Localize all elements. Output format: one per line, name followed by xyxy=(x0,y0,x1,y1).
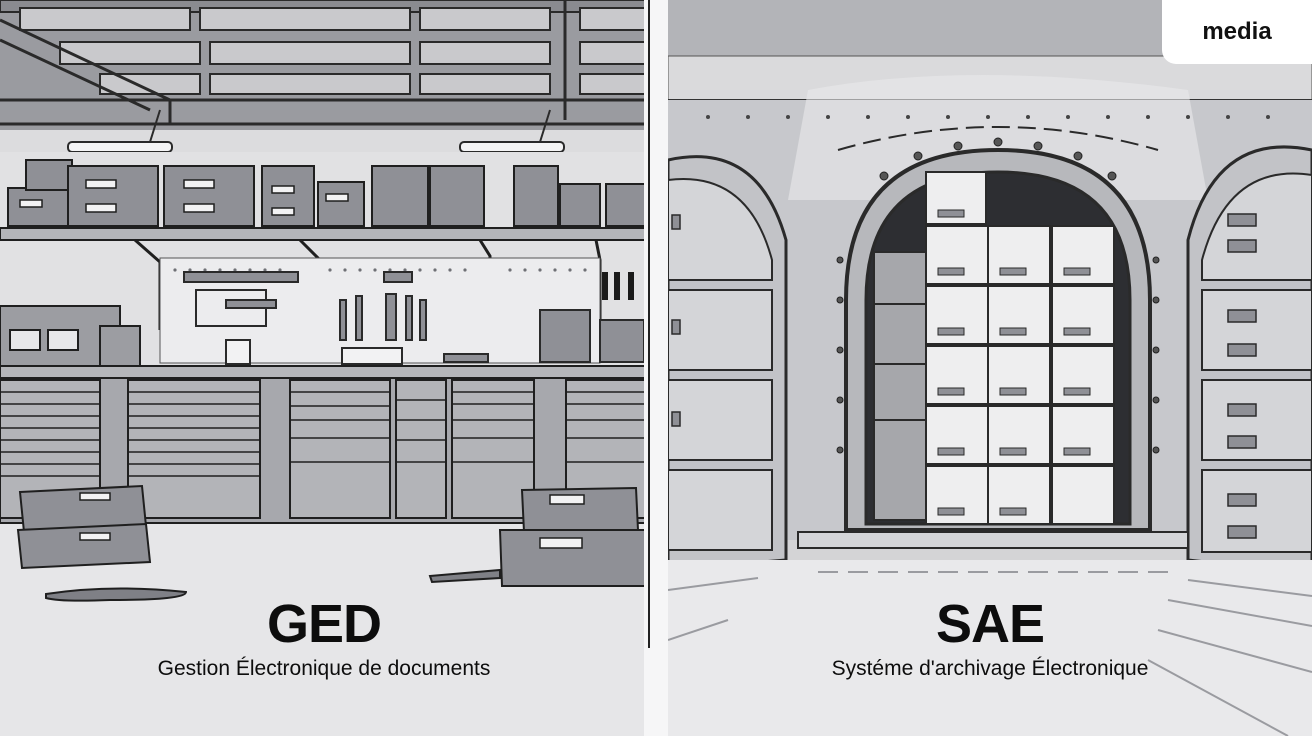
ged-panel: GED Gestion Électronique de documents xyxy=(0,0,648,736)
ged-subtitle: Gestion Électronique de documents xyxy=(157,657,491,680)
sae-panel: media SAE Systéme d'archivage Électroniq… xyxy=(668,0,1312,736)
media-logo-badge: media xyxy=(1162,0,1312,64)
ged-title: GED xyxy=(266,594,382,654)
divider-line xyxy=(648,0,650,648)
sae-subtitle: Systéme d'archivage Électronique xyxy=(831,657,1149,680)
sae-title: SAE xyxy=(935,594,1045,654)
ged-workshop-illustration xyxy=(0,0,648,736)
